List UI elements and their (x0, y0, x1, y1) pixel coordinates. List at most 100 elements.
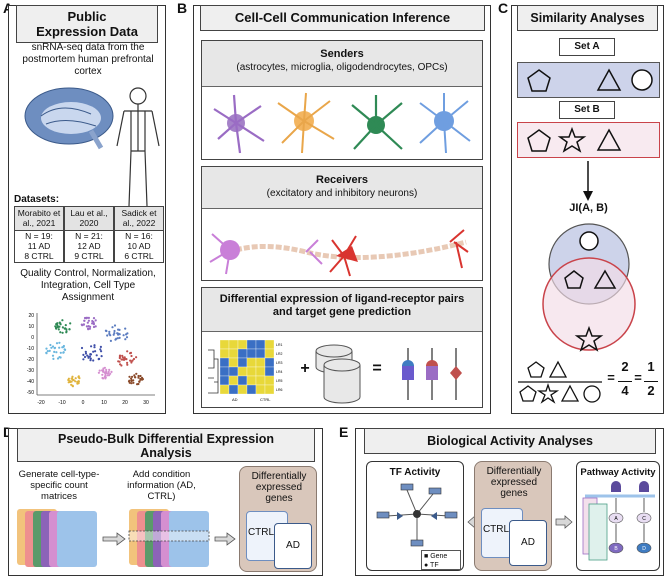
umap-point (55, 351, 58, 354)
umap-point (86, 354, 89, 357)
umap-point (93, 344, 96, 347)
umap-point (97, 371, 100, 374)
umap-point (89, 353, 92, 356)
dataset-name: Lau et al., 2020 (65, 207, 113, 231)
umap-point (58, 346, 61, 349)
tf-activity-box: TF Activity ■ Gene ● TF (366, 461, 464, 571)
umap-point (92, 325, 96, 329)
heatmap-cell (246, 357, 257, 368)
umap-point (83, 319, 86, 322)
umap-point (121, 356, 124, 359)
venn-diagram (542, 223, 636, 352)
umap-point (78, 377, 81, 380)
senders-title: Senders (320, 48, 364, 60)
umap-point (109, 339, 112, 342)
umap-point (120, 358, 123, 361)
panel-c-letter: C (498, 0, 509, 16)
umap-point (90, 345, 93, 348)
heatmap-cell (264, 384, 275, 395)
umap-point (63, 348, 66, 351)
heatmap-row-label: LR4 (276, 370, 282, 374)
deg-box: Differentially expressed genes CTRL AD (239, 466, 317, 572)
node-b-label: B (614, 546, 618, 552)
legend-tf: ● TF (424, 562, 439, 569)
umap-point (82, 353, 85, 356)
umap-point (125, 358, 128, 361)
umap-point (53, 346, 57, 349)
umap-point (87, 328, 90, 331)
dataset-ad: 12 AD (77, 241, 101, 251)
heatmap-cell (255, 384, 266, 395)
lr-pairs-icon (402, 348, 462, 400)
senders-desc: (astrocytes, microglia, oligodendrocytes… (236, 62, 448, 73)
umap-x-tick: 20 (122, 400, 128, 406)
pathway-activity-box: Pathway Activity A B C D (576, 461, 660, 571)
heatmap-cell (237, 375, 248, 386)
umap-y-tick: 10 (28, 324, 34, 330)
umap-point (135, 372, 138, 375)
umap-point (94, 325, 97, 328)
umap-point (102, 369, 105, 372)
umap-point (56, 325, 59, 328)
umap-point (65, 330, 68, 333)
umap-point (61, 319, 64, 322)
dataset-morabito: Morabito et al., 2021 N = 19: 11 AD 8 CT… (14, 206, 64, 263)
umap-point (58, 321, 61, 324)
heatmap-row-label: LR5 (276, 379, 282, 383)
ad-box: AD (274, 523, 312, 569)
umap-point (71, 375, 74, 378)
microglia-icon (277, 92, 335, 154)
umap-point (118, 356, 121, 360)
heatmap-cell (219, 366, 230, 377)
umap-point (118, 333, 121, 336)
umap-point (55, 342, 59, 345)
step-add-condition: Add condition information (AD, CTRL) (127, 469, 196, 502)
umap-point (80, 346, 84, 350)
umap-point (108, 330, 111, 333)
panel-e: Biological Activity Analyses TF Activity… (355, 428, 664, 576)
heatmap-cell (219, 375, 230, 386)
ad-label-e: AD (521, 537, 535, 548)
umap-point (118, 336, 121, 339)
heatmap-cell (219, 339, 230, 350)
umap-point (125, 333, 128, 336)
umap-point (100, 355, 103, 358)
data-description: snRNA-seq data from the postmortem human… (22, 42, 154, 77)
denominator-2: 2 (647, 383, 655, 398)
umap-y-tick: -40 (27, 379, 34, 385)
heatmap-cell (237, 384, 248, 395)
umap-point (108, 368, 111, 371)
heatmap-cell (246, 375, 257, 386)
umap-point (95, 354, 98, 357)
set-b-label: Set B (559, 101, 615, 119)
qc-steps: Quality Control, Normalization, Integrat… (20, 268, 156, 303)
tf-legend: ■ Gene ● TF (421, 550, 461, 570)
umap-point (124, 338, 127, 341)
oligodendrocyte-icon (351, 95, 403, 150)
umap-x-tick: -20 (37, 400, 44, 406)
umap-point (124, 327, 127, 330)
node-d-label: D (642, 546, 646, 552)
pentagon-icon (527, 129, 551, 152)
umap-point (58, 341, 61, 344)
umap-point (59, 351, 62, 354)
tf-network-icon (376, 483, 458, 547)
umap-point (109, 334, 112, 337)
heatmap-cell (264, 348, 275, 359)
dataset-ad: 11 AD (27, 241, 51, 251)
receivers-desc: (excitatory and inhibitory neurons) (266, 188, 418, 199)
panel-b-title: Cell-Cell Communication Inference (200, 5, 485, 31)
heatmap-cell (228, 357, 239, 368)
umap-point (115, 337, 118, 340)
ad-box-e: AD (509, 520, 547, 566)
umap-point (107, 370, 110, 374)
umap-point (130, 354, 133, 358)
arrow-right-icon (214, 532, 236, 546)
panel-b-letter: B (177, 0, 188, 16)
set-b-box (517, 122, 660, 158)
heatmap-cell (228, 384, 239, 395)
umap-point (104, 329, 107, 332)
umap-point (88, 355, 91, 358)
heatmap-cell (255, 357, 266, 368)
umap-point (132, 381, 135, 384)
